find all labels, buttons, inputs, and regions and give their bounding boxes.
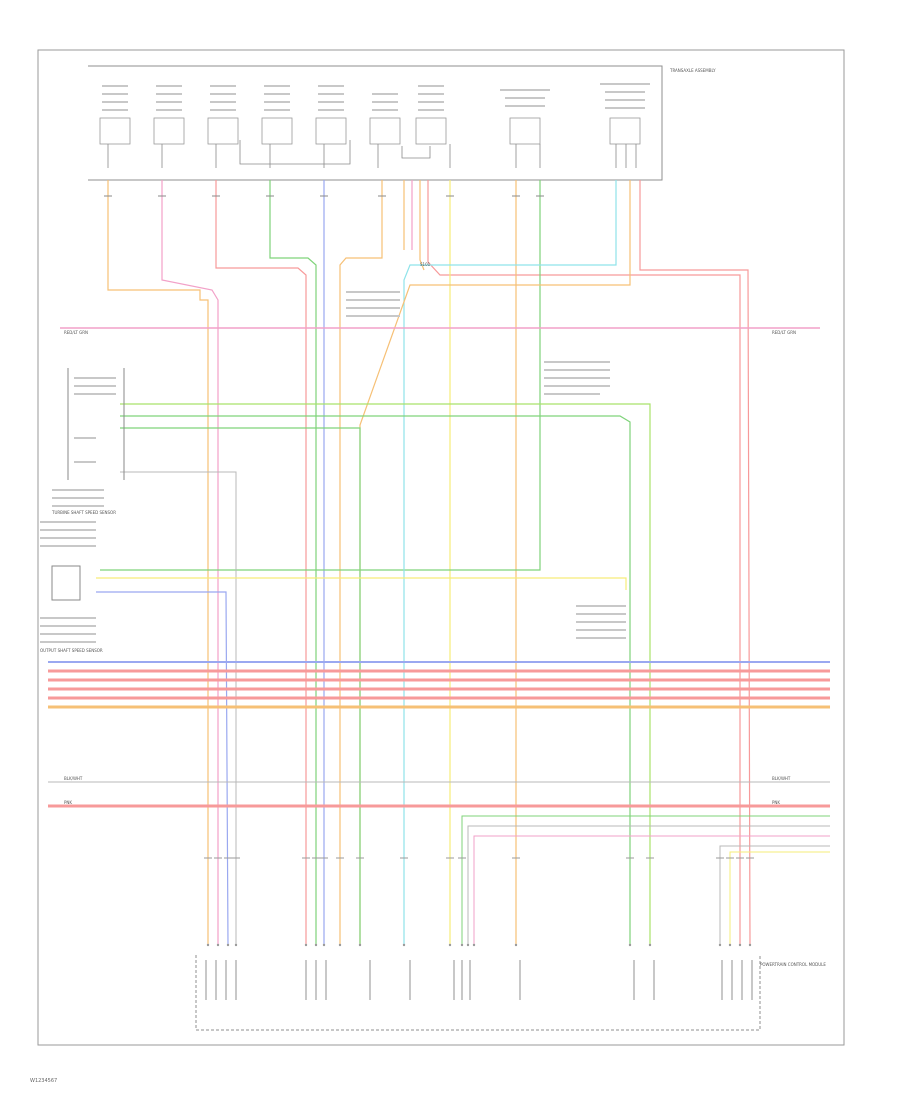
splice-label: S101 xyxy=(420,262,431,267)
turbine-speed-sensor: TURBINE SHAFT SPEED SENSOR xyxy=(40,368,125,547)
solenoid-stubs xyxy=(107,140,637,168)
output-sensor-label: OUTPUT SHAFT SPEED SENSOR xyxy=(40,648,103,653)
diagram-frame xyxy=(37,49,845,1046)
solenoid-group xyxy=(99,117,641,145)
horizontal-wires: RED/LT GRN RED/LT GRN BLK/WHT BLK/WHT PN… xyxy=(48,327,830,946)
bus-left-label: RED/LT GRN xyxy=(64,330,88,335)
assembly-title: TRANSAXLE ASSEMBLY xyxy=(669,68,716,73)
pcm-label: POWERTRAIN CONTROL MODULE xyxy=(760,962,826,967)
solenoid-label-lines xyxy=(102,83,650,111)
pcm-connector: POWERTRAIN CONTROL MODULE xyxy=(195,943,826,1031)
output-speed-sensor: OUTPUT SHAFT SPEED SENSOR xyxy=(40,565,103,653)
bus-right-label: RED/LT GRN xyxy=(772,330,796,335)
transaxle-assembly: TRANSAXLE ASSEMBLY xyxy=(88,65,716,181)
diagram-code: W1234567 xyxy=(30,1078,58,1084)
ground-left-label: BLK/WHT xyxy=(64,776,83,781)
power-right-label: PNK xyxy=(772,800,780,805)
ground-right-label: BLK/WHT xyxy=(772,776,791,781)
annotation-blocks xyxy=(346,291,626,639)
vertical-wires xyxy=(100,180,751,946)
power-left-label: PNK xyxy=(64,800,72,805)
turbine-sensor-label: TURBINE SHAFT SPEED SENSOR xyxy=(51,510,116,515)
